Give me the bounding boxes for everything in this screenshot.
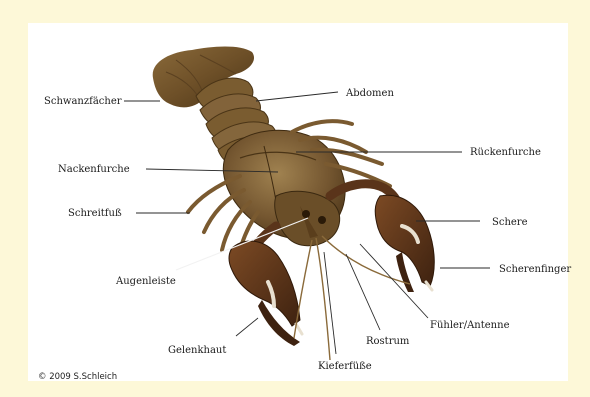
label-rueckenfurche: Rückenfurche bbox=[470, 147, 541, 158]
label-augenleiste: Augenleiste bbox=[115, 276, 176, 287]
label-nackenfurche: Nackenfurche bbox=[58, 164, 130, 175]
label-schreitfuss: Schreitfuß bbox=[68, 208, 122, 219]
label-schere: Schere bbox=[492, 217, 528, 228]
label-fuehler-antenne: Fühler/Antenne bbox=[430, 320, 510, 331]
left-claw bbox=[229, 226, 302, 346]
label-rostrum: Rostrum bbox=[366, 336, 410, 347]
label-kieferfuesse: Kieferfüße bbox=[318, 361, 372, 372]
label-abdomen: Abdomen bbox=[345, 88, 394, 99]
copyright-notice: © 2009 S.Schleich bbox=[38, 372, 117, 382]
label-schwanzfaecher: Schwanzfächer bbox=[44, 96, 122, 107]
label-gelenkhaut: Gelenkhaut bbox=[168, 345, 226, 356]
right-claw bbox=[330, 184, 434, 292]
label-scherenfinger: Scherenfinger bbox=[499, 264, 571, 275]
